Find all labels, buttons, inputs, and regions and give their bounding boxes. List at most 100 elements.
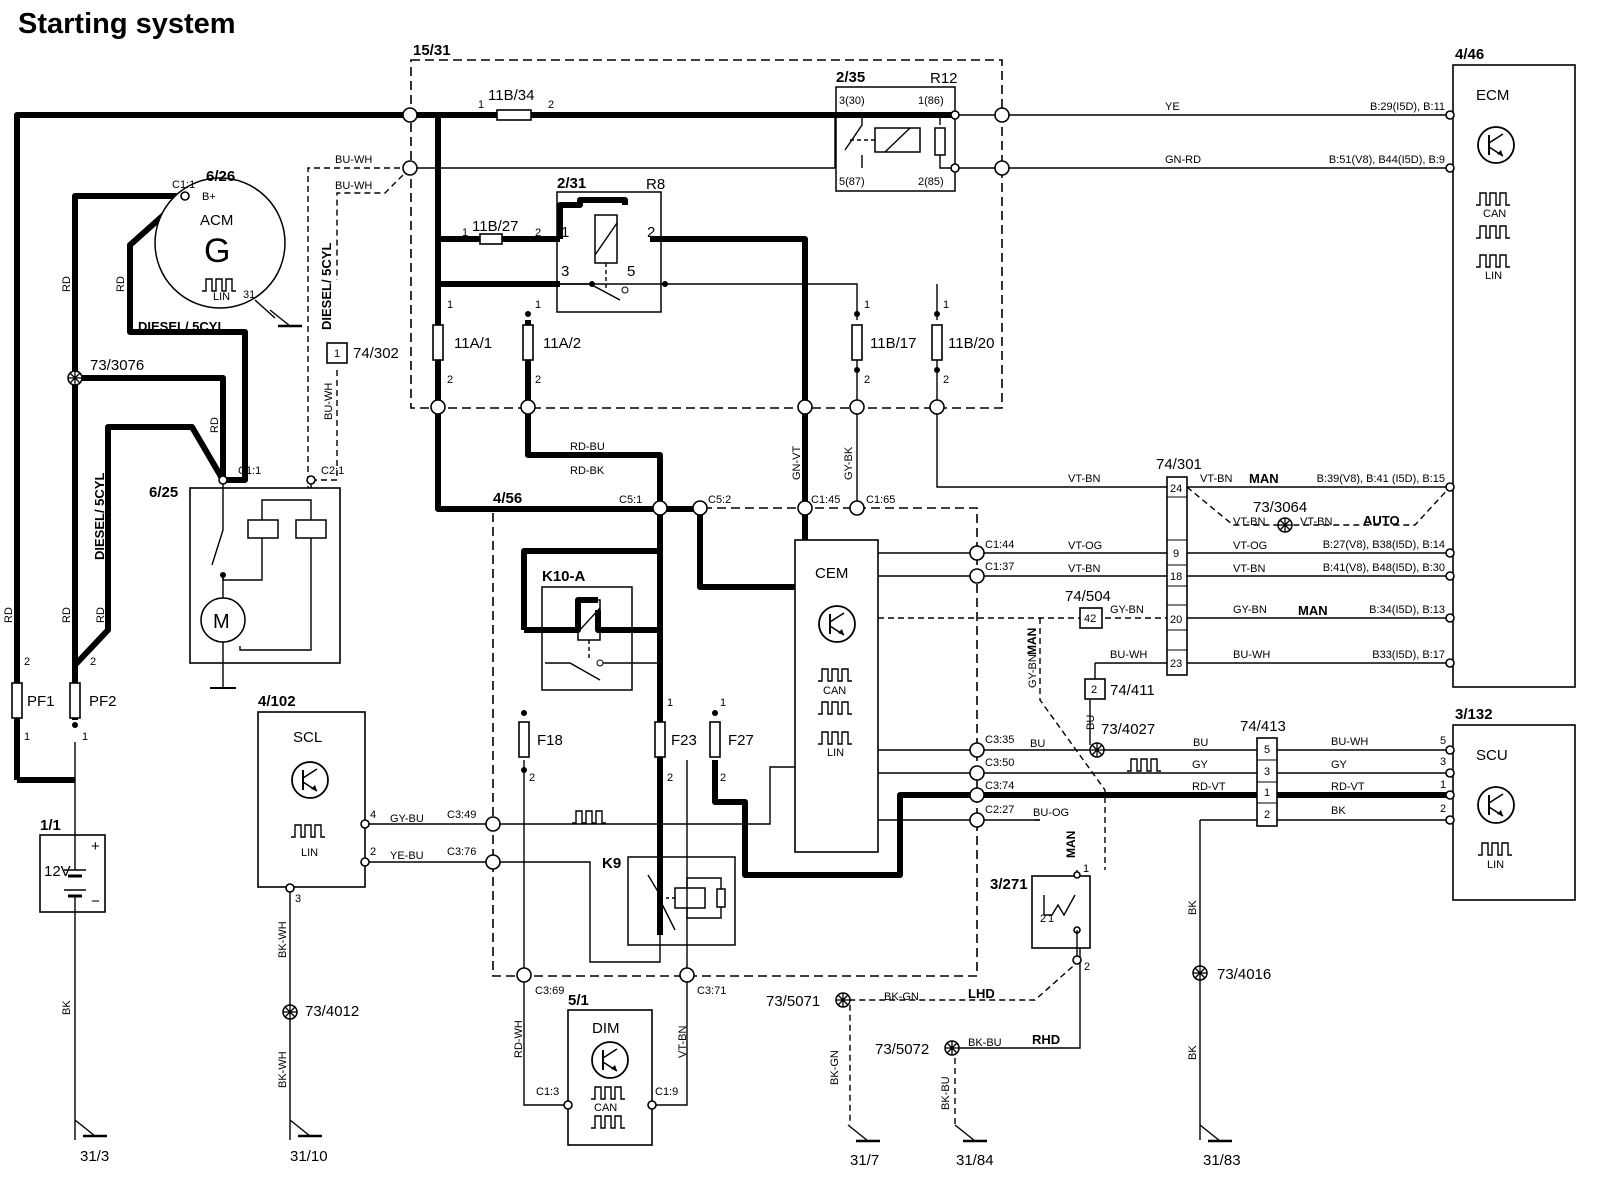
cem-name: CEM xyxy=(815,565,848,582)
thick-wires xyxy=(14,112,1450,935)
dim-name: DIM xyxy=(592,1020,620,1037)
svg-text:C3:74: C3:74 xyxy=(985,780,1014,792)
ecm-id: 4/46 xyxy=(1455,46,1484,63)
svg-text:42: 42 xyxy=(1084,613,1096,625)
ground-31-83-icon xyxy=(1198,1123,1234,1143)
svg-text:VT-BN: VT-BN xyxy=(1233,563,1265,575)
svg-text:2: 2 xyxy=(548,99,554,111)
svg-text:RD: RD xyxy=(115,276,127,292)
svg-text:23: 23 xyxy=(1170,658,1182,670)
svg-text:2: 2 xyxy=(90,656,96,668)
svg-text:BU: BU xyxy=(1085,715,1097,730)
svg-text:MAN: MAN xyxy=(1298,603,1328,618)
svg-text:MAN: MAN xyxy=(1249,471,1279,486)
generator-name: ACM xyxy=(200,212,233,229)
svg-text:BK-WH: BK-WH xyxy=(277,921,289,958)
svg-text:C3:50: C3:50 xyxy=(985,757,1014,769)
svg-text:GY-BN: GY-BN xyxy=(1110,604,1144,616)
fuse-f27: F27 1 2 xyxy=(709,697,754,784)
svg-text:BK-GN: BK-GN xyxy=(884,991,919,1003)
ground-31-10-icon xyxy=(288,1118,324,1138)
svg-text:2: 2 xyxy=(447,374,453,386)
svg-text:2: 2 xyxy=(943,374,949,386)
svg-text:2: 2 xyxy=(529,772,535,784)
svg-text:C1:37: C1:37 xyxy=(985,561,1014,573)
ecm-name: ECM xyxy=(1476,87,1509,104)
svg-text:BU-WH: BU-WH xyxy=(335,180,372,192)
mode-labels: MAN AUTO MAN LHD RHD xyxy=(968,471,1400,1047)
svg-text:VT-OG: VT-OG xyxy=(1068,540,1102,552)
connector-labels: C5:1 C5:2 C1:45 C1:65 C1:44 C1:37 C3:35 … xyxy=(447,494,1014,1098)
svg-text:1: 1 xyxy=(462,227,468,239)
relay-2-31: 2/31 R8 1 2 3 5 xyxy=(556,175,665,313)
svg-text:1: 1 xyxy=(1440,779,1446,791)
svg-text:B:39(V8), B:41 (I5D), B:15: B:39(V8), B:41 (I5D), B:15 xyxy=(1317,473,1445,485)
dim-module: 5/1 DIM CAN xyxy=(567,992,653,1146)
splice-label-5072: 73/5072 xyxy=(875,1041,929,1058)
svg-text:C1:44: C1:44 xyxy=(985,539,1014,551)
svg-text:C3:49: C3:49 xyxy=(447,809,476,821)
svg-text:11B/20: 11B/20 xyxy=(948,335,994,352)
svg-text:MAN: MAN xyxy=(1025,628,1039,655)
svg-text:2: 2 xyxy=(24,656,30,668)
svg-text:BU-WH: BU-WH xyxy=(323,383,335,420)
relay-2-35-id: 2/35 xyxy=(836,69,865,86)
splice-73-5071 xyxy=(835,992,851,1008)
svg-text:VT-BN: VT-BN xyxy=(1200,473,1232,485)
ground-31-7-icon xyxy=(846,1123,882,1143)
svg-text:C1:3: C1:3 xyxy=(536,1086,559,1098)
ground-31-7: 31/7 xyxy=(850,1152,879,1169)
svg-text:GY-BK: GY-BK xyxy=(843,446,855,480)
svg-text:C1:9: C1:9 xyxy=(655,1086,678,1098)
battery-id: 1/1 xyxy=(40,817,61,834)
splice-label-4016: 73/4016 xyxy=(1217,966,1271,983)
connector-74-413: 74/413 5 3 1 2 xyxy=(1240,718,1286,827)
splice-73-3064 xyxy=(1277,517,1293,533)
generator-6-26: 6/26 C1:1 B+ ACM G LIN 31 xyxy=(154,168,304,328)
svg-text:B+: B+ xyxy=(202,191,216,203)
svg-text:2: 2 xyxy=(720,772,726,784)
fuse-11a-1: 11A/1 1 2 xyxy=(432,299,492,386)
svg-text:RD: RD xyxy=(95,607,107,623)
svg-text:M: M xyxy=(213,611,230,633)
fuse-11b-17: 11B/17 1 2 xyxy=(851,299,916,386)
svg-text:GY-BU: GY-BU xyxy=(390,813,424,825)
svg-text:RD-VT: RD-VT xyxy=(1331,781,1365,793)
relay-2-31-pin3: 3 xyxy=(561,263,569,280)
svg-text:74/504: 74/504 xyxy=(1065,588,1111,605)
svg-text:C1:1: C1:1 xyxy=(172,179,195,191)
svg-text:DIESEL/ 5CYL: DIESEL/ 5CYL xyxy=(92,473,107,560)
ground-31-83: 31/83 xyxy=(1203,1152,1241,1169)
svg-text:RD: RD xyxy=(61,276,73,292)
svg-text:VT-OG: VT-OG xyxy=(1233,540,1267,552)
svg-text:1: 1 xyxy=(447,299,453,311)
svg-text:BU: BU xyxy=(1030,738,1045,750)
wire-labels: YE GN-RD BU-WH BU-WH RD-BU RD-BK VT-BN V… xyxy=(335,101,1368,1049)
svg-text:LIN: LIN xyxy=(301,847,318,859)
ground-31-84-icon xyxy=(953,1123,989,1143)
scl-module: 4/102 SCL LIN 4 2 3 xyxy=(257,693,376,905)
svg-text:C5:2: C5:2 xyxy=(708,494,731,506)
ecm-pin-labels: B:29(I5D), B:11 B:51(V8), B44(I5D), B:9 … xyxy=(1317,101,1445,661)
dim-controller-icon xyxy=(591,1041,629,1079)
conn-74-413-id: 74/413 xyxy=(1240,718,1286,735)
svg-text:1: 1 xyxy=(864,299,870,311)
pdc-label: 15/31 xyxy=(413,42,451,59)
svg-text:2: 2 xyxy=(535,374,541,386)
svg-text:2: 2 xyxy=(1264,809,1270,821)
svg-text:1: 1 xyxy=(535,299,541,311)
page-title: Starting system xyxy=(18,8,236,40)
splice-label-5071: 73/5071 xyxy=(766,993,820,1010)
svg-text:B:34(I5D), B:13: B:34(I5D), B:13 xyxy=(1369,604,1445,616)
svg-text:BU-WH: BU-WH xyxy=(335,154,372,166)
scl-name: SCL xyxy=(293,729,322,746)
svg-text:RD-VT: RD-VT xyxy=(1192,781,1226,793)
svg-text:C1:45: C1:45 xyxy=(811,494,840,506)
cem-module: CEM CAN LIN xyxy=(794,539,879,853)
fuse-f18: F18 2 xyxy=(518,721,563,784)
relay-pin-85: 2(85) xyxy=(918,176,944,188)
svg-text:C2:27: C2:27 xyxy=(985,804,1014,816)
svg-text:B33(I5D), B:17: B33(I5D), B:17 xyxy=(1372,649,1445,661)
svg-text:BU-WH: BU-WH xyxy=(1331,736,1368,748)
svg-text:RD: RD xyxy=(61,607,73,623)
